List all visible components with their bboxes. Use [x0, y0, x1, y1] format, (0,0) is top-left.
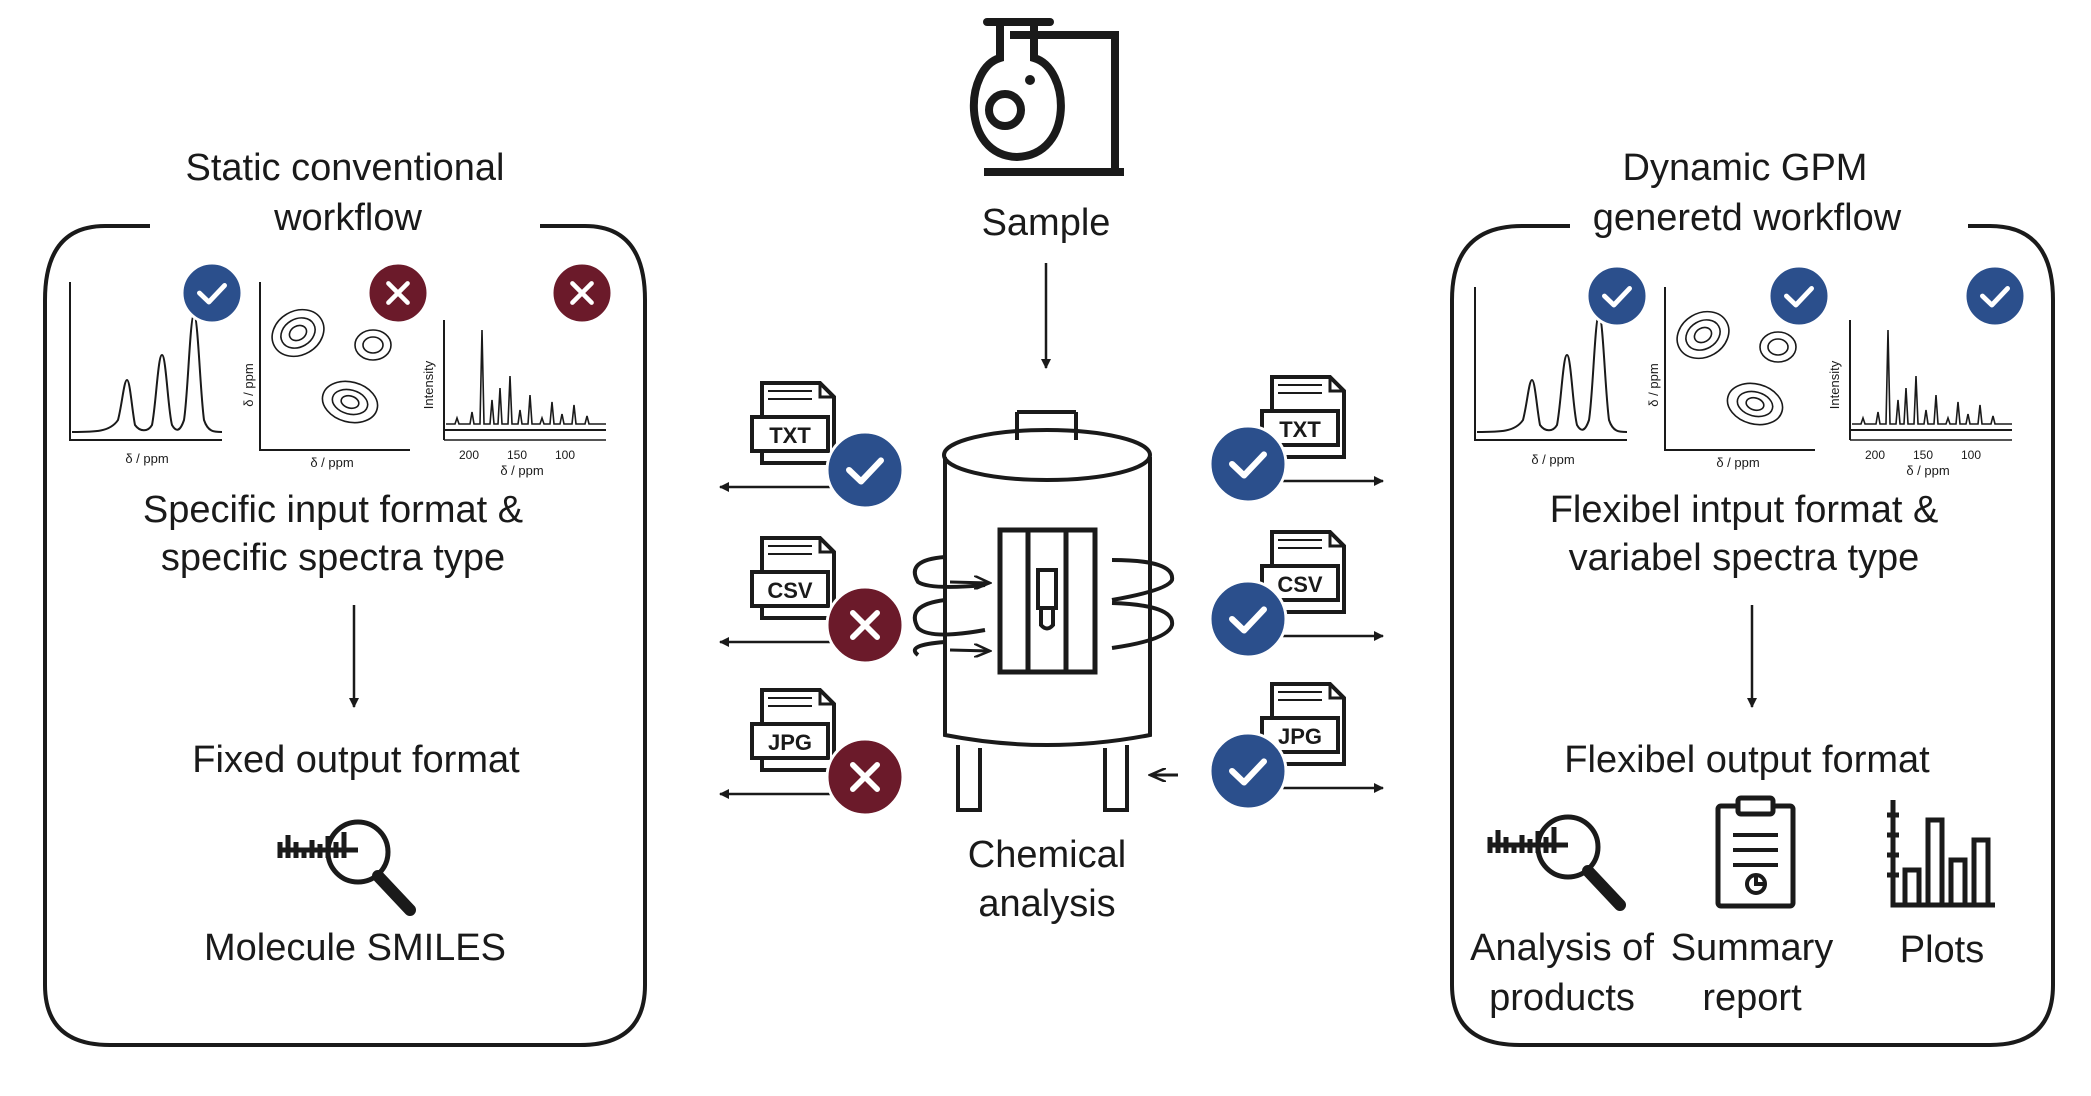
- right-input-line2: variabel spectra type: [1569, 537, 1920, 579]
- output-analysis-line1: Analysis of: [1470, 927, 1654, 969]
- left-tick-150: 150: [507, 448, 527, 462]
- output-analysis-line2: products: [1489, 977, 1635, 1019]
- output-plots-label: Plots: [1900, 929, 1984, 971]
- clipboard-report-icon: [1715, 795, 1796, 909]
- left-spectrum-13c-axis-label: δ / ppm: [500, 463, 543, 478]
- check-icon: [1767, 264, 1831, 328]
- cross-icon: [825, 737, 905, 817]
- right-output-title: Flexibel output format: [1564, 739, 1930, 781]
- left-spectrum-1d-axis-label: δ / ppm: [125, 451, 168, 466]
- left-title-line1: Static conventional: [186, 147, 505, 189]
- left-input-line2: specific spectra type: [161, 537, 505, 579]
- file-icon-csv: CSV: [750, 536, 836, 620]
- check-icon: [1963, 264, 2027, 328]
- right-spectrum-2d-x-label: δ / ppm: [1716, 455, 1759, 470]
- check-icon: [1208, 579, 1288, 659]
- right-tick-200: 200: [1865, 448, 1885, 462]
- left-spectrum-13c: Intensity 200 150 100 δ / ppm: [421, 320, 606, 478]
- right-spectrum-2d: δ / ppm δ / ppm: [1646, 287, 1815, 470]
- file-icon-txt: TXT: [1260, 375, 1346, 459]
- left-spectrum-2d-x-label: δ / ppm: [310, 455, 353, 470]
- file-ext-label: CSV: [767, 578, 813, 603]
- bar-chart-icon: [1887, 800, 1995, 908]
- analysis-label-line2: analysis: [978, 883, 1115, 925]
- right-spectrum-2d-y-label: δ / ppm: [1646, 363, 1661, 406]
- right-spectrum-1d-axis-label: δ / ppm: [1531, 452, 1574, 467]
- flask-icon: [970, 18, 1124, 176]
- output-summary-line2: report: [1702, 977, 1802, 1019]
- check-icon: [1208, 424, 1288, 504]
- file-icon-txt: TXT: [750, 381, 836, 465]
- left-title-line2: workflow: [273, 197, 422, 239]
- check-icon: [1208, 731, 1288, 811]
- output-summary-line1: Summary: [1671, 927, 1834, 969]
- file-icon-jpg: JPG: [750, 688, 836, 772]
- left-tick-100: 100: [555, 448, 575, 462]
- left-tick-200: 200: [459, 448, 479, 462]
- cross-icon: [550, 261, 614, 325]
- sample-label: Sample: [982, 202, 1111, 244]
- file-ext-label: JPG: [768, 730, 812, 755]
- left-spectrum-1d: δ / ppm: [69, 282, 223, 466]
- left-spectrum-2d-y-label: δ / ppm: [241, 363, 256, 406]
- file-ext-label: CSV: [1277, 572, 1323, 597]
- center-section: Sample Chemical analysis TXT CSV JPG TXT CSV…: [719, 18, 1384, 925]
- left-output-item: Molecule SMILES: [204, 927, 506, 969]
- right-tick-100: 100: [1961, 448, 1981, 462]
- file-ext-label: JPG: [1278, 724, 1322, 749]
- left-panel-frame: [43, 224, 647, 1047]
- cross-icon: [825, 585, 905, 665]
- right-input-line1: Flexibel intput format &: [1550, 489, 1939, 531]
- right-spectrum-1d: δ / ppm: [1474, 287, 1628, 467]
- check-icon: [180, 261, 244, 325]
- right-title-line1: Dynamic GPM: [1623, 147, 1868, 189]
- left-spectrum-2d: δ / ppm δ / ppm: [241, 282, 410, 470]
- file-ext-label: TXT: [769, 423, 811, 448]
- right-spectrum-13c-axis-label: δ / ppm: [1906, 463, 1949, 478]
- reactor-icon: [912, 410, 1175, 812]
- molecule-search-icon: [1487, 814, 1626, 911]
- left-panel: Static conventional workflow δ / ppm δ /…: [43, 147, 647, 1047]
- analysis-label-line1: Chemical: [968, 834, 1126, 876]
- left-spectrum-intensity-label: Intensity: [421, 360, 436, 409]
- right-spectrum-intensity-label: Intensity: [1827, 360, 1842, 409]
- check-icon: [1585, 264, 1649, 328]
- left-input-line1: Specific input format &: [143, 489, 523, 531]
- right-panel: Dynamic GPM generetd workflow δ / ppm δ …: [1450, 147, 2055, 1047]
- molecule-search-icon: [277, 819, 416, 916]
- file-ext-label: TXT: [1279, 417, 1321, 442]
- right-title-line2: generetd workflow: [1593, 197, 1902, 239]
- right-spectrum-13c: Intensity 200 150 100 δ / ppm: [1827, 320, 2012, 478]
- right-panel-frame: [1450, 224, 2055, 1047]
- left-output-title: Fixed output format: [192, 739, 520, 781]
- cross-icon: [366, 261, 430, 325]
- file-icon-jpg: JPG: [1260, 682, 1346, 766]
- right-tick-150: 150: [1913, 448, 1933, 462]
- check-icon: [825, 430, 905, 510]
